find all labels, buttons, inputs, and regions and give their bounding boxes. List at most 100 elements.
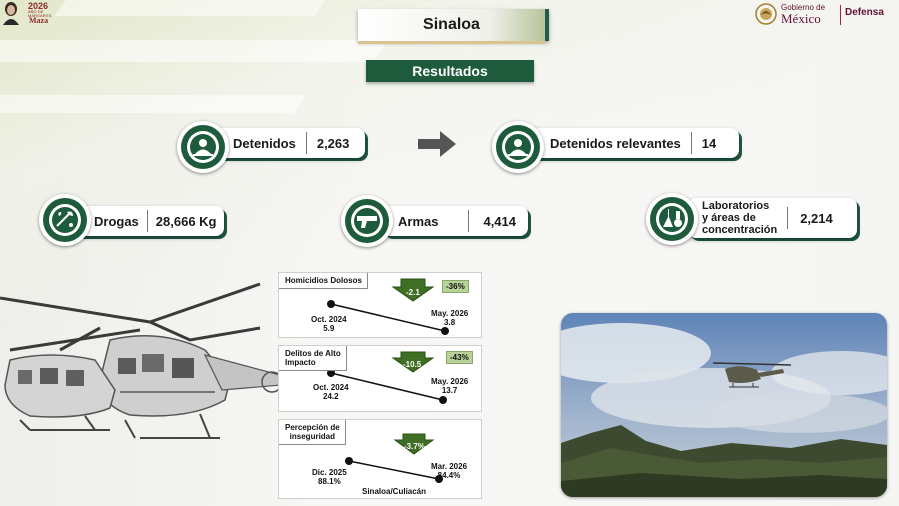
indicator-percent: -43% [446,351,473,364]
stat-laboratorios: Laboratorios y áreas de concentración 2,… [688,198,857,238]
stat-relevantes-label: Detenidos relevantes [550,135,681,151]
helicopter-icon [712,362,792,388]
end-date: May. 2026 [431,377,469,386]
stat-relevantes-value: 14 [701,135,717,151]
stat-armas-value: 4,414 [483,213,517,229]
helicopters-image [0,282,283,439]
stat-drogas-value: 28,666 Kg [155,213,217,229]
trend-arrow-icon [393,433,435,455]
start-point [327,369,335,377]
laboratory-icon [650,197,694,241]
page-title: Sinaloa [358,9,549,44]
drugs-icon [43,198,87,242]
start-point [345,457,353,465]
page-title-text: Sinaloa [423,16,480,33]
logo-subtitle: AÑO DE MARGARITA [28,9,52,18]
end-value: 84.4% [437,471,461,480]
logo-name: Maza [29,16,49,25]
results-banner: Resultados [366,60,534,82]
arrow-right-icon [418,131,456,157]
stat-divider [690,132,692,154]
detainee-icon [496,125,540,169]
indicator-chart [327,278,449,335]
stat-laboratorios-label-line: Laboratorios [702,200,770,212]
ministry-name: Defensa [845,7,884,18]
end-label: May. 2026 3.8 [431,309,468,327]
landscape-image [561,313,887,497]
trend-arrow-icon [391,351,435,373]
indicator-title: Delitos de Alto Impacto [279,346,347,371]
indicator-delta: -2.1 [406,288,420,297]
trend-line [348,460,440,480]
start-point [327,300,335,308]
stat-laboratorios-label: Laboratorios y áreas de concentración [702,200,777,236]
indicator-title: Homicidios Dolosos [279,273,368,289]
indicator-percepcion: Percepción de inseguridad -3.7% Dic. 202… [278,419,482,499]
stat-armas-label: Armas [398,213,439,229]
stat-divider [787,207,789,229]
end-point [435,475,443,483]
start-value: 5.9 [323,324,335,333]
indicator-homicidios: Homicidios Dolosos -2.1 -36% Oct. 2024 5… [278,272,482,338]
year-logo: 2026 AÑO DE MARGARITA Maza [2,1,52,25]
indicator-title-line: Impacto [285,358,316,367]
indicator-title-line: Delitos de Alto [285,349,341,358]
labs-badge [646,193,698,245]
title-underline [358,41,545,44]
stat-detenidos-value: 2,263 [316,135,350,151]
stat-divider [146,210,148,232]
results-banner-text: Resultados [412,63,488,79]
portrait-icon [3,2,19,25]
stat-laboratorios-value: 2,214 [800,210,833,226]
stat-detenidos-label: Detenidos [233,135,296,151]
end-value: 13.7 [441,386,458,395]
stat-laboratorios-label-line: concentración [702,224,778,236]
end-date: May. 2026 [431,309,469,318]
stat-detenidos: Detenidos 2,263 [213,128,365,158]
detainee-icon [181,125,225,169]
end-point [441,327,449,335]
trend-arrow-icon [391,278,435,302]
logo-year: 2026 [28,1,49,11]
government-logo: Gobierno de México Defensa [755,2,895,28]
end-point [439,396,447,404]
end-label: Mar. 2026 84.4% [431,462,467,480]
end-value: 3.8 [444,318,456,327]
bg-stripe [0,40,388,62]
pistol-icon [345,199,389,243]
end-date: Mar. 2026 [431,462,468,471]
stat-drogas: Drogas 28,666 Kg [74,206,224,236]
stat-divider [305,132,307,154]
indicator-percent: -36% [442,280,469,293]
start-value: 88.1% [318,477,341,486]
gov-line-2: México [781,11,821,26]
trend-line [330,303,446,332]
indicator-delta: -10.5 [403,360,422,369]
start-label: Oct. 2024 5.9 [311,315,347,333]
indicator-delitos: Delitos de Alto Impacto -10.5 -43% Oct. … [278,345,482,412]
start-date: Oct. 2024 [313,383,349,392]
start-value: 24.2 [323,392,339,401]
indicator-chart [327,351,447,404]
logo-separator [840,5,841,25]
start-label: Dic. 2025 88.1% [312,468,347,486]
bg-stripe [0,95,307,113]
relevant-detainee-badge [492,121,544,173]
indicator-title: Percepción de inseguridad [279,420,346,445]
region-label: Sinaloa/Culiacán [362,487,427,496]
stat-laboratorios-label-line: y áreas de [702,212,756,224]
helicopter-mountain-photo [561,313,887,497]
eagle-seal-icon [755,3,777,25]
gov-line-1: Gobierno de [781,3,826,12]
indicator-title-line: inseguridad [289,432,336,441]
bg-stripe [54,0,326,16]
indicator-chart [345,433,443,483]
stat-relevantes: Detenidos relevantes 14 [528,128,739,158]
stat-drogas-label: Drogas [94,213,139,229]
end-label: May. 2026 13.7 [431,377,468,395]
weapons-badge [341,195,393,247]
stat-divider [468,210,470,232]
indicator-delta: -3.7% [404,442,425,451]
start-label: Oct. 2024 24.2 [313,383,349,401]
start-date: Oct. 2024 [311,315,347,324]
